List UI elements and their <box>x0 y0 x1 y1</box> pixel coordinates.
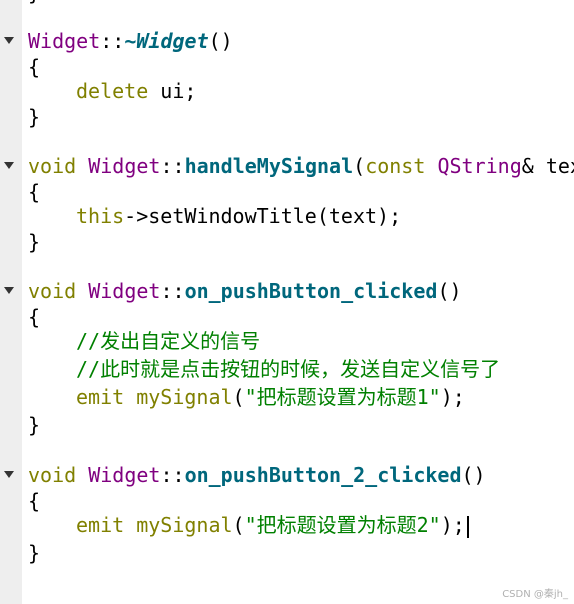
code-line-partial-brace: } <box>28 0 40 6</box>
return-type: void <box>28 154 77 178</box>
code-line-comment[interactable]: //此时就是点击按钮的时候，发送自定义信号了 <box>28 356 500 382</box>
class-name: Widget <box>88 154 161 178</box>
code-line-close-brace[interactable]: } <box>28 230 41 254</box>
class-name: Widget <box>28 29 101 53</box>
code-line-signature[interactable]: Widget::~Widget() <box>28 28 233 54</box>
code-line-signature[interactable]: void Widget::on_pushButton_clicked() <box>28 278 462 304</box>
keyword: emit <box>76 513 125 537</box>
keyword: const <box>365 154 426 178</box>
code-line-comment[interactable]: //发出自定义的信号 <box>28 328 260 354</box>
code-line-open-brace[interactable]: { <box>28 305 41 329</box>
paren: ( <box>353 154 366 178</box>
code-line-close-brace[interactable]: } <box>28 413 41 437</box>
code-line-close-brace[interactable]: } <box>28 105 41 129</box>
paren: ( <box>232 385 245 409</box>
keyword: this <box>76 204 125 228</box>
scope-operator: :: <box>160 463 185 487</box>
params: () <box>461 463 486 487</box>
code-line-close-brace[interactable]: } <box>28 541 41 565</box>
function-name: handleMySignal <box>184 154 354 178</box>
return-type: void <box>28 463 77 487</box>
scope-operator: :: <box>160 279 185 303</box>
code-line-open-brace[interactable]: { <box>28 489 41 513</box>
function-name: on_pushButton_clicked <box>184 279 438 303</box>
params: () <box>437 279 462 303</box>
string-literal: "把标题设置为标题1" <box>244 385 441 409</box>
keyword: delete <box>76 79 149 103</box>
keyword: emit <box>76 385 125 409</box>
function-name: Widget <box>136 29 209 53</box>
statement-text: ->setWindowTitle(text); <box>124 204 402 228</box>
class-name: Widget <box>88 279 161 303</box>
code-line-statement[interactable]: this->setWindowTitle(text); <box>28 203 401 229</box>
code-line-emit[interactable]: emit mySignal("把标题设置为标题1"); <box>28 384 465 410</box>
scope-operator: :: <box>100 29 125 53</box>
signal-name: mySignal <box>136 513 233 537</box>
paren: ); <box>440 385 465 409</box>
paren: ); <box>440 513 465 537</box>
text-cursor <box>466 515 469 538</box>
code-line-open-brace[interactable]: { <box>28 180 41 204</box>
signal-name: mySignal <box>136 385 233 409</box>
code-line-statement[interactable]: delete ui; <box>28 78 196 104</box>
fold-toggle-icon[interactable] <box>4 162 14 169</box>
watermark: CSDN @秦jh_ <box>502 589 568 600</box>
param-type: QString <box>437 154 522 178</box>
fold-toggle-icon[interactable] <box>4 37 14 44</box>
string-literal: "把标题设置为标题2" <box>244 513 441 537</box>
code-line-open-brace[interactable]: { <box>28 55 41 79</box>
code-line-signature[interactable]: void Widget::on_pushButton_2_clicked() <box>28 462 486 488</box>
comment-text: //发出自定义的信号 <box>76 329 261 353</box>
destructor-tilde: ~ <box>124 29 137 53</box>
code-editor[interactable]: Widget::~Widget() { delete ui; } void Wi… <box>28 0 574 604</box>
code-line-emit[interactable]: emit mySignal("把标题设置为标题2"); <box>28 512 469 538</box>
comment-text: //此时就是点击按钮的时候，发送自定义信号了 <box>76 357 501 381</box>
scope-operator: :: <box>160 154 185 178</box>
editor-gutter <box>0 0 22 604</box>
param-tail: & tex <box>521 154 574 178</box>
function-name: on_pushButton_2_clicked <box>184 463 462 487</box>
class-name: Widget <box>88 463 161 487</box>
fold-toggle-icon[interactable] <box>4 471 14 478</box>
statement-text: ui; <box>148 79 197 103</box>
fold-toggle-icon[interactable] <box>4 287 14 294</box>
return-type: void <box>28 279 77 303</box>
paren: ( <box>232 513 245 537</box>
code-line-signature[interactable]: void Widget::handleMySignal(const QStrin… <box>28 153 574 179</box>
params: () <box>208 29 233 53</box>
